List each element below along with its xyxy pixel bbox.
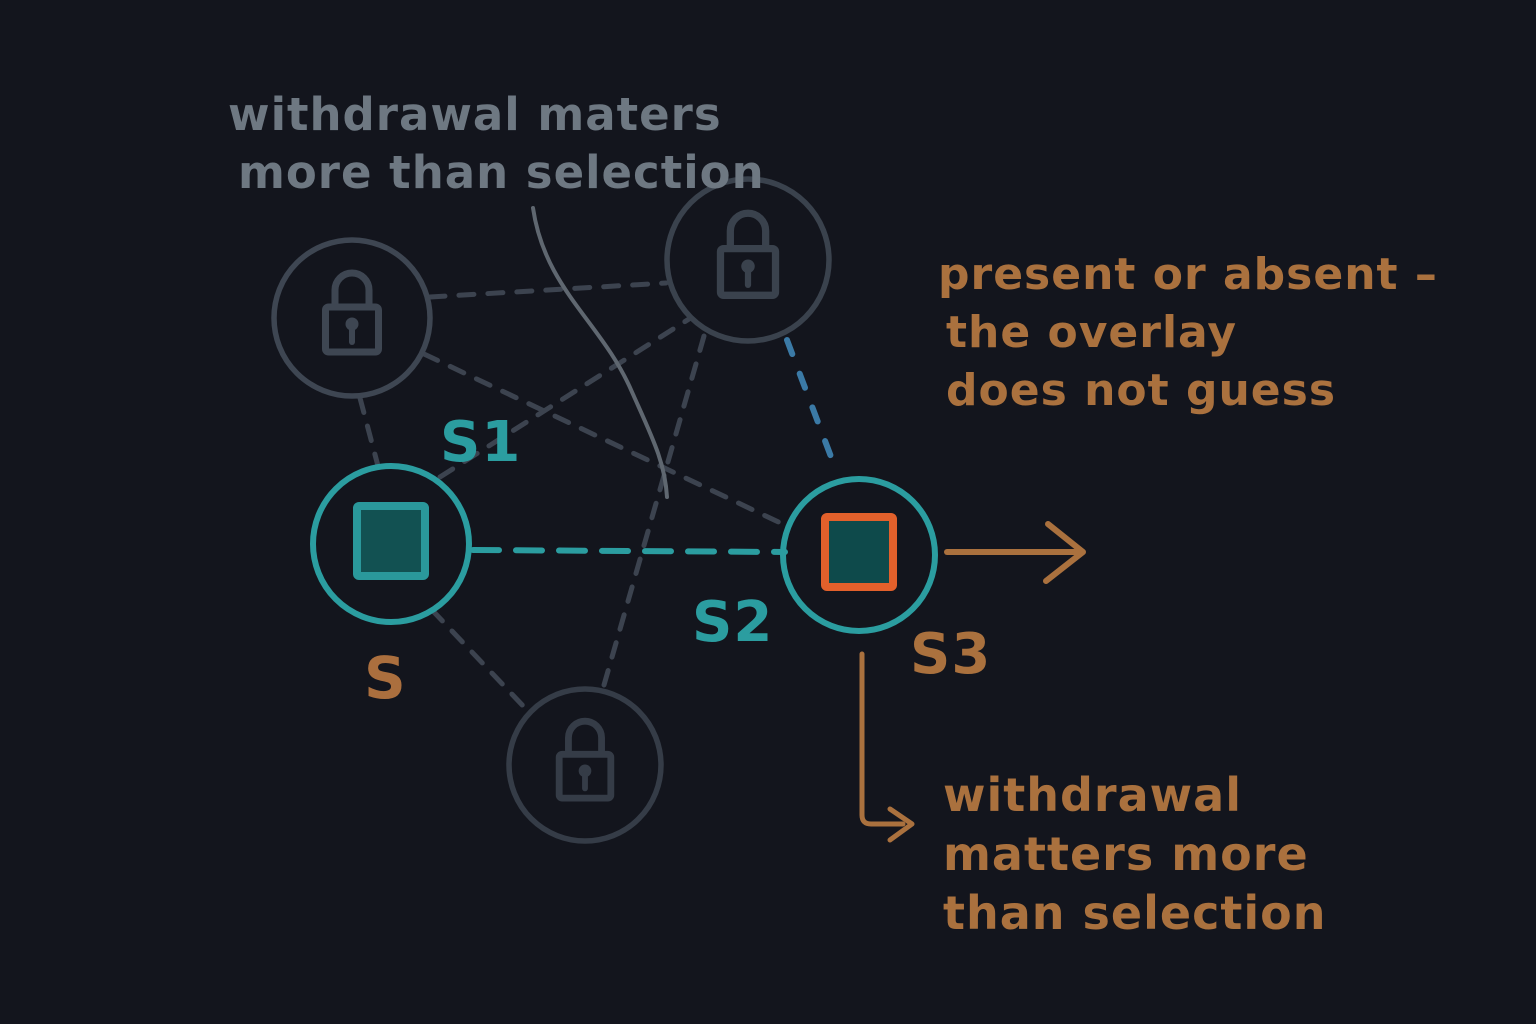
right-annotation: present or absent – the overlay does not… [938, 246, 1438, 420]
node-circle [664, 176, 832, 344]
edge-lock-top-left--node-s3 [421, 351, 792, 530]
lock-icon [322, 269, 382, 356]
node-circle [310, 463, 472, 625]
selected-square-icon [821, 513, 897, 591]
edges [357, 280, 839, 713]
top-annotation-line: withdrawal maters [228, 88, 722, 141]
arrowhead-icon [887, 806, 915, 843]
lock-bottom [506, 686, 664, 844]
bottom-annotation-line: withdrawal [943, 768, 1242, 822]
right-annotation-line: the overlay [946, 307, 1238, 358]
bottom-annotation-line: than selection [943, 886, 1327, 940]
s3-output-arrow [944, 521, 1086, 584]
edge-node-s1--lock-bottom [429, 607, 530, 713]
s3-withdrawal-elbow-arrow [859, 651, 915, 843]
lock-top-left [271, 237, 433, 399]
node-s3 [780, 476, 938, 634]
right-annotation-line: present or absent – [938, 249, 1438, 300]
node-s3-label: S3 [910, 622, 992, 687]
edge-node-s1--lock-top-middle [437, 316, 692, 480]
node-s1-label: S1 [440, 410, 522, 475]
top-annotation-line: more than selection [238, 146, 765, 199]
edge-lock-top-middle--lock-bottom [599, 333, 707, 695]
node-circle [271, 237, 433, 399]
node-circle [506, 686, 664, 844]
right-annotation-line: does not guess [946, 365, 1337, 416]
bottom-annotation: withdrawal matters more than selection [943, 766, 1326, 943]
lock-icon [555, 717, 615, 802]
top-annotation: withdrawal maters more than selection [228, 86, 765, 202]
node-s1 [310, 463, 472, 625]
bottom-annotation-line: matters more [943, 827, 1309, 881]
arrowhead-icon [1043, 521, 1086, 584]
node-s-label: S [364, 644, 407, 712]
selected-square-icon [353, 502, 429, 580]
edge-lock-top-left--lock-top-middle [427, 280, 669, 300]
top-note-leader-curve [531, 206, 669, 499]
node-s2-label: S2 [692, 590, 774, 655]
edge-node-s1--node-s3 [470, 547, 788, 555]
edge-lock-top-left--node-s1 [357, 395, 381, 469]
lock-top-middle [664, 176, 832, 344]
edge-lock-top-middle--node-s3 [784, 337, 839, 473]
node-circle [780, 476, 938, 634]
lock-icon [716, 209, 780, 299]
